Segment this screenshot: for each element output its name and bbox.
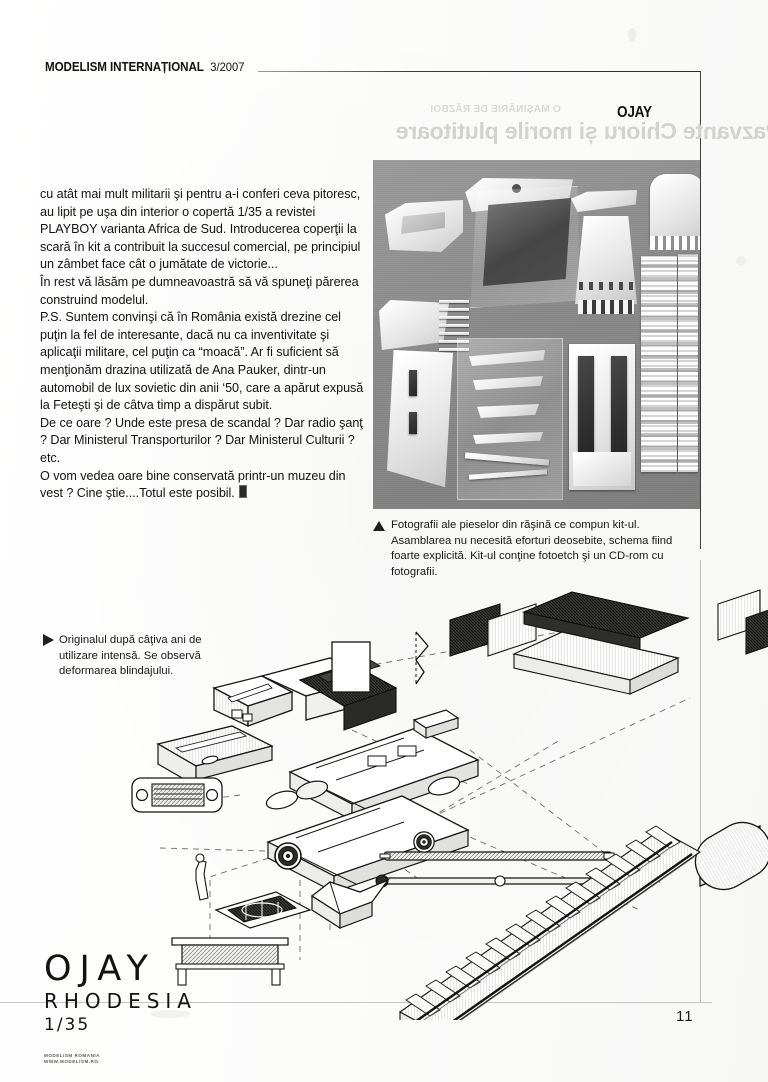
diagram-part-bracket <box>415 631 429 685</box>
photo-part-side-wall-slot-2 <box>409 412 417 434</box>
brand-fineprint: MODELISM ROMANIA WWW.MODELISM.RO <box>44 1053 100 1065</box>
photo-part-sprue-c <box>477 404 539 418</box>
diagram-part-deck-plate <box>156 725 274 788</box>
diagram-part-floor-assembly <box>512 591 690 695</box>
diagram-part-railway-track <box>398 825 702 1020</box>
end-of-article-mark <box>238 485 247 499</box>
diagram-part-scoop <box>310 878 390 930</box>
scan-artifact-b <box>736 256 746 266</box>
photo-part-cast-wall-b <box>678 254 698 472</box>
photo-part-tower-rivets <box>579 282 633 290</box>
diagram-wheel-spare <box>413 831 435 853</box>
photo-part-frame-crossbar <box>573 452 631 486</box>
caption-arrow-icon <box>43 634 54 646</box>
diagram-caption: Originalul după câţiva ani de utilizare … <box>59 634 202 678</box>
brand-name: OJAY <box>44 949 156 989</box>
diagram-wheel-left-upper <box>274 842 302 870</box>
bleed-through-kicker: O MAȘINĂRIE DE RĂZBOI <box>430 104 561 115</box>
photo-part-side-wall-slot-1 <box>409 370 417 396</box>
frame-rule-bottom <box>0 1002 712 1003</box>
photo-part-shell-teeth <box>650 236 700 250</box>
brand-subject: RHODESIA <box>44 989 197 1013</box>
diagram-part-armored-body <box>212 675 294 728</box>
frame-rule-right-upper <box>700 71 701 549</box>
diagram-part-radiator-face <box>131 777 223 813</box>
diagram-part-axle-upper <box>379 851 615 861</box>
photo-part-sprue-d <box>473 432 543 444</box>
article-body-paragraphs: cu atât mai mult militarii şi pentru a-i… <box>40 187 364 501</box>
photo-parts-bag-upper <box>470 186 580 308</box>
article-body-text: cu atât mai mult militarii şi pentru a-i… <box>40 186 370 503</box>
masthead-issue: 3/2007 <box>210 60 245 74</box>
photo-part-hull-left-inner <box>401 212 445 234</box>
page-number: 11 <box>676 1008 694 1025</box>
caption-triangle-icon <box>373 521 385 531</box>
photo-part-dark-sheet <box>483 198 571 286</box>
diagram-part-battery-box <box>412 709 460 740</box>
photo-part-ladder <box>439 298 469 354</box>
diagram-part-lever <box>195 853 209 901</box>
brand-scale: 1/35 <box>44 1015 91 1035</box>
track-sleepers <box>405 825 681 1017</box>
masthead-title: MODELISM INTERNAȚIONAL <box>45 60 204 74</box>
scan-artifact-a <box>628 28 636 42</box>
diagram-part-capsule-plate <box>694 821 768 891</box>
photo-part-angled-panel <box>379 300 449 350</box>
frame-rule-right-lower <box>700 560 701 1002</box>
masthead: MODELISM INTERNAȚIONAL 3/2007 <box>45 60 244 74</box>
photo-caption: Fotografii ale pieselor din răşină ce co… <box>391 519 673 578</box>
ojay-corner-label: OJAY <box>617 104 652 121</box>
diagram-part-panel-pair-right <box>717 589 768 655</box>
exploded-assembly-diagram <box>0 580 768 1020</box>
photo-part-side-wall <box>387 350 453 488</box>
track-rails <box>415 841 693 1020</box>
product-brand-block: OJAY RHODESIA 1/35 MODELISM ROMANIA WWW.… <box>44 950 197 1066</box>
photo-part-frame-void-right <box>611 356 627 452</box>
diagram-part-grille-plate <box>214 891 312 929</box>
photo-part-tower-body <box>575 216 637 304</box>
diagram-part-small-plate <box>331 641 371 693</box>
photo-part-sprue-b <box>473 376 543 390</box>
photo-part-frame-void-left <box>578 356 594 452</box>
diagram-part-bench <box>171 937 289 986</box>
photo-part-cast-wall-a <box>641 256 677 472</box>
photo-part-tower-windows <box>578 300 634 314</box>
bleed-through-title: Pazvante Chioru și morile plutitoare <box>396 118 768 144</box>
photo-part-rounded-shell <box>650 174 700 246</box>
photo-part-roof-hole <box>512 184 521 193</box>
kit-parts-photograph <box>373 160 700 509</box>
header-rule-horizontal <box>258 71 701 72</box>
